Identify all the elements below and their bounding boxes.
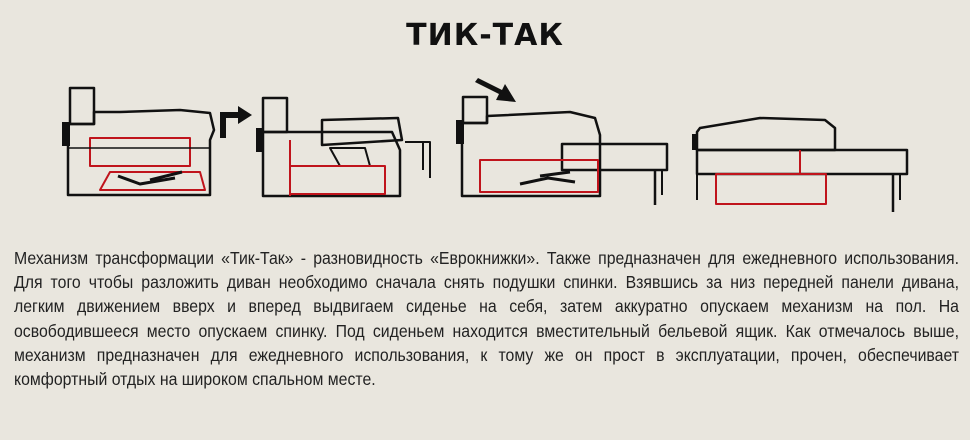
transformation-diagram [62,78,909,212]
stage-4-drawer [715,173,827,205]
stage-3-linkage [519,170,576,186]
stage-1-armrest-pad [62,122,70,146]
description-paragraph: Механизм трансформации «Тик-Так» - разно… [14,248,959,390]
stage-3-frame [460,110,602,198]
arrow-down-right-icon [475,78,516,102]
stage-1-backrest [68,86,96,126]
stage-1-seat [66,108,216,197]
stage-1-linkage [117,170,183,186]
stage-2-frame [261,130,402,198]
stage-2-seat [320,116,404,147]
stage-1-drawer [89,137,191,167]
stage-3-backrest [461,95,489,125]
stage-2-backrest [261,96,289,134]
stage-2-mechanism [329,147,371,167]
stage-1-folded-sofa [62,86,216,197]
stage-3-seat-pulled [456,95,669,205]
stage-4-backrest-lowered [695,116,837,152]
stage-2-seat-lifted [256,96,431,198]
stage-3-extended-seat [560,142,669,172]
stage-4-sleeping-surface [695,148,909,176]
page-title: ТИК-ТАК [406,18,564,53]
stage-4-unfolded-bed [692,116,909,212]
stage-2-drawer [289,165,386,195]
stage-1-mechanism [99,171,206,191]
arrow-up-right-icon [220,106,252,138]
stage-3-drawer [479,159,599,193]
